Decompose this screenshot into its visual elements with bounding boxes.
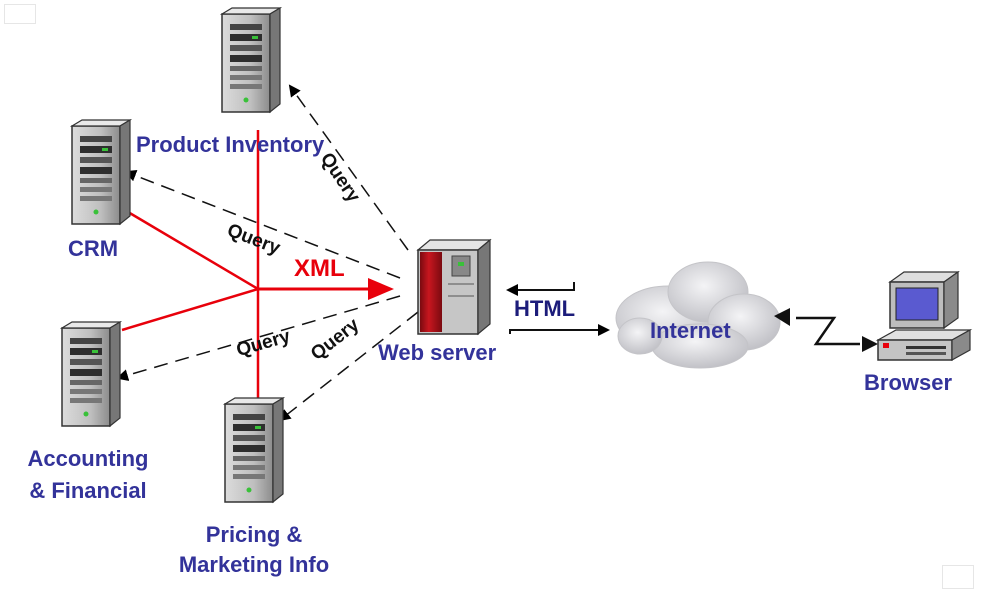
node-label-browser: Browser: [864, 370, 953, 395]
node-label-accounting-line2: & Financial: [29, 478, 147, 503]
server-tower-icon: [61, 321, 121, 427]
query-arrows: [116, 84, 419, 422]
edge-label-xml: XML: [294, 255, 345, 282]
node-label-crm: CRM: [68, 236, 119, 261]
node-label-pricing-line2: Marketing Info: [178, 552, 330, 577]
node-label-accounting-line1: Accounting: [27, 446, 149, 471]
corner-decoration-top-left: [4, 4, 36, 24]
node-label-internet: Internet: [650, 318, 731, 343]
node-label-accounting: Accounting & Financial: [12, 446, 164, 504]
desktop-computer-icon: [875, 270, 973, 362]
edge-label-html: HTML: [514, 296, 576, 321]
node-label-web-server: Web server: [378, 340, 497, 365]
internet-link: [774, 308, 878, 352]
server-tower-icon: [221, 7, 281, 113]
server-tower-icon: [71, 119, 131, 225]
node-label-product-inventory: Product Inventory: [136, 132, 325, 157]
xml-links: [121, 130, 394, 406]
web-server-icon: [416, 238, 492, 336]
server-tower-icon: [224, 397, 284, 503]
node-label-pricing: Pricing & Marketing Info: [154, 522, 354, 578]
cloud-icon: [615, 261, 781, 369]
html-link-arrows: [506, 282, 610, 336]
node-label-pricing-line1: Pricing &: [205, 522, 303, 547]
